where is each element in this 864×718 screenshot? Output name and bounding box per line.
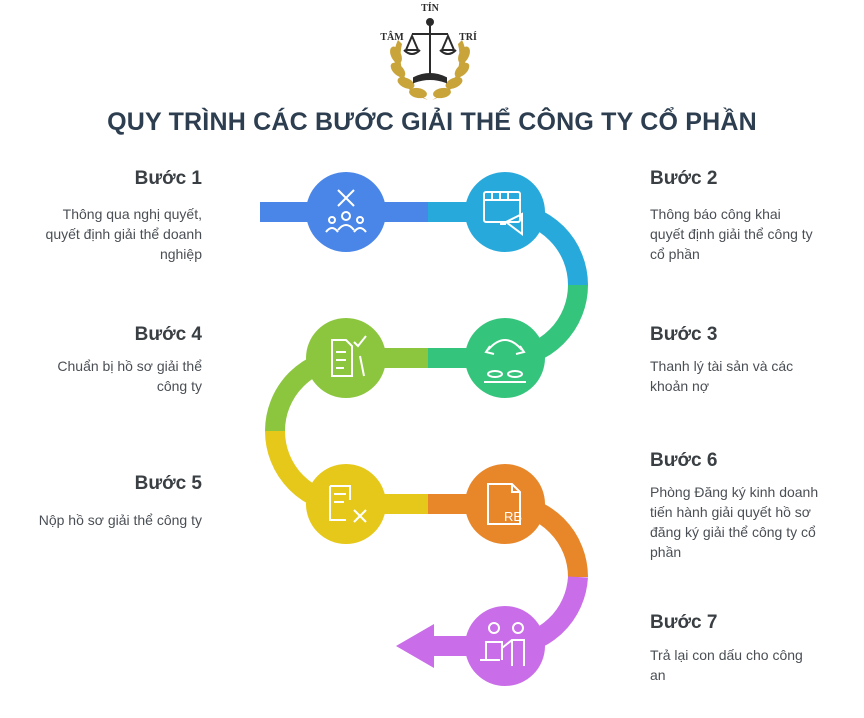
logo-text-tin: TÍN	[421, 2, 440, 14]
return-seal-icon	[480, 622, 525, 666]
step-7-description: Trả lại con dấu cho công an	[650, 645, 850, 685]
step-3-desc-line: khoản nợ	[650, 378, 710, 394]
people-decision-icon	[325, 189, 367, 233]
registration-file-icon: RB	[487, 483, 522, 525]
step-3-desc-line: Thanh lý tài sản và các	[650, 358, 794, 374]
step-5-title: Bước 5	[134, 473, 202, 494]
document-submit-icon	[329, 485, 367, 523]
step-1-desc-line: Thông qua nghị quyết,	[62, 206, 202, 222]
step-5-node	[306, 464, 386, 544]
step-4-node	[306, 318, 386, 398]
step-5-description: Nộp hồ sơ giải thể công ty	[10, 510, 202, 530]
step-6-desc-line: phần	[650, 544, 682, 560]
step-4-description: Chuẩn bị hồ sơ giải thể công ty	[20, 356, 202, 396]
announcement-board-icon	[483, 191, 523, 236]
step-5-desc-line: Nộp hồ sơ giải thể công ty	[38, 512, 202, 528]
step-6-desc-line: tiến hành giải quyết hồ sơ	[650, 504, 811, 520]
step-2-desc-line: Thông báo công khai	[650, 206, 781, 222]
step-4-desc-line: Chuẩn bị hồ sơ giải thể	[57, 358, 202, 374]
step-2-desc-line: quyết định giải thể công ty	[650, 226, 813, 242]
step-7-desc-line: an	[650, 667, 666, 683]
step-3-title: Bước 3	[650, 324, 718, 345]
checklist-document-icon	[331, 335, 367, 377]
step-6-title: Bước 6	[650, 450, 718, 471]
step-1-desc-line: quyết định giải thể doanh	[45, 226, 202, 242]
asset-liquidation-icon	[484, 339, 526, 383]
step-3-description: Thanh lý tài sản và các khoản nợ	[650, 356, 850, 396]
step-1-title: Bước 1	[134, 168, 202, 189]
step-2-description: Thông báo công khai quyết định giải thể …	[650, 204, 850, 264]
step-1-description: Thông qua nghị quyết, quyết định giải th…	[20, 204, 202, 264]
step-7-node	[465, 606, 545, 686]
step-3-node	[465, 318, 545, 398]
logo-text-tri: TRÍ	[459, 31, 477, 43]
step-4-desc-line: công ty	[156, 378, 202, 394]
step-6-desc-line: đăng ký giải thể công ty cổ	[650, 524, 816, 540]
logo-text-tam: TÂM	[380, 31, 404, 43]
step-7-desc-line: Trả lại con dấu cho công	[650, 647, 803, 663]
svg-text:RB: RB	[504, 509, 522, 524]
step-6-node: RB	[465, 464, 545, 544]
step-6-desc-line: Phòng Đăng ký kinh doanh	[650, 484, 819, 500]
step-7-title: Bước 7	[650, 612, 718, 633]
step-1-node	[306, 172, 386, 252]
flow-arrow-head	[396, 624, 434, 668]
step-1-desc-line: nghiệp	[159, 246, 202, 262]
step-2-node	[465, 172, 545, 252]
step-2-title: Bước 2	[650, 168, 718, 189]
step-4-title: Bước 4	[134, 324, 202, 345]
scales-of-justice-icon	[403, 18, 457, 84]
step-2-desc-line: cổ phần	[650, 246, 700, 262]
laurel-wreath-icon	[390, 40, 470, 100]
page-title: QUY TRÌNH CÁC BƯỚC GIẢI THỂ CÔNG TY CỔ P…	[107, 108, 757, 136]
step-6-description: Phòng Đăng ký kinh doanh tiến hành giải …	[650, 482, 855, 562]
tin-tam-tri-logo: TÍN TÂM TRÍ	[380, 2, 477, 100]
